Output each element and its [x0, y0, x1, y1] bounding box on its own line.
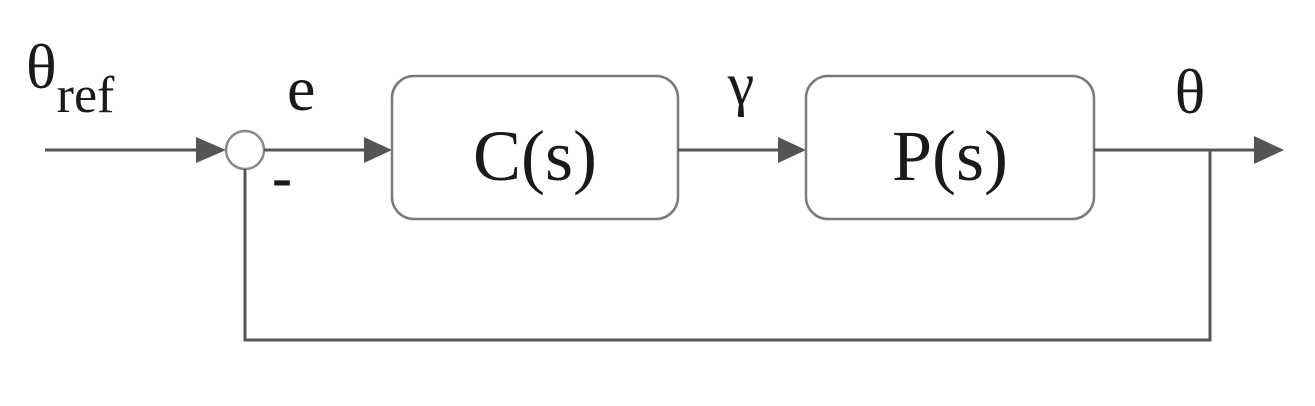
- control-signal-label: γ: [727, 51, 755, 117]
- input-label: θref: [26, 31, 115, 124]
- feedback-path: [243, 150, 1212, 342]
- error-label: e: [287, 53, 315, 124]
- input-arrowhead: [196, 137, 226, 163]
- feedback-sign: -: [272, 144, 292, 210]
- output-label: θ: [1175, 56, 1206, 127]
- summing-junction: [224, 129, 266, 171]
- plant-label: P(s): [892, 116, 1008, 196]
- input-symbol: θ: [26, 31, 57, 102]
- input-subscript: ref: [57, 67, 115, 124]
- plant-block: [804, 74, 1096, 221]
- error-arrowhead: [364, 137, 392, 163]
- output-arrowhead: [1254, 136, 1284, 164]
- controller-block: [390, 74, 680, 221]
- control-arrowhead: [778, 137, 806, 163]
- controller-label: C(s): [473, 116, 597, 196]
